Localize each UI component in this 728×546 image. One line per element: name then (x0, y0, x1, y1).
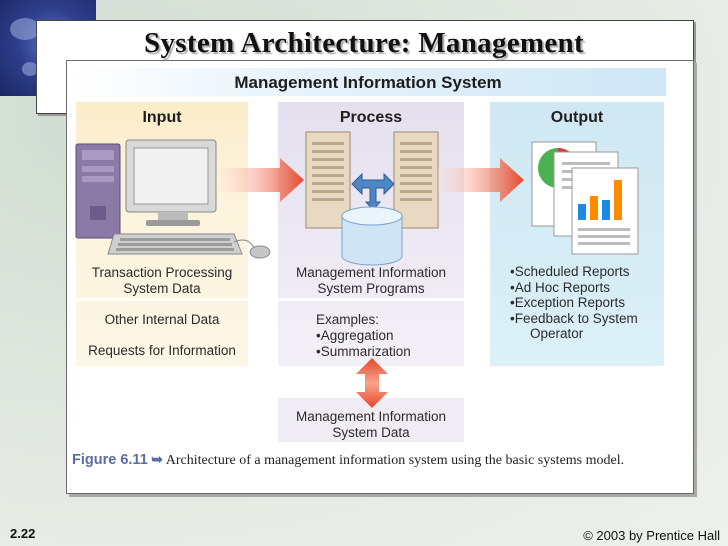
data-store-label: System Data (332, 425, 410, 440)
output-item: •Scheduled Reports (510, 264, 630, 279)
double-arrow-icon (351, 172, 395, 211)
output-heading: Output (550, 109, 604, 126)
input-item: Transaction Processing (91, 265, 233, 280)
figure-caption: Figure 6.11 ➥ Architecture of a manageme… (72, 450, 672, 471)
output-item: •Ad Hoc Reports (510, 279, 611, 295)
examples-heading: Examples: (316, 312, 380, 327)
example-item: •Aggregation (316, 328, 394, 343)
process-programs-label: Management Information (295, 265, 447, 280)
input-item: System Data (123, 281, 201, 296)
output-list: •Scheduled Reports •Ad Hoc Reports •Exce… (510, 264, 666, 342)
input-heading: Input (142, 109, 182, 126)
figure-label: Figure 6.11 (72, 452, 148, 468)
caption-text: Architecture of a management information… (165, 453, 625, 468)
computer-icon (75, 139, 271, 259)
input-item: Other Internal Data (104, 312, 220, 327)
input-item: Requests for Information (88, 343, 236, 358)
copyright: © 2003 by Prentice Hall (583, 528, 720, 543)
data-store-label: Management Information (295, 409, 447, 424)
slide-title: System Architecture: Management (144, 27, 584, 59)
process-programs-label: System Programs (317, 281, 425, 296)
output-item: •Exception Reports (510, 295, 626, 310)
server-icon (305, 131, 439, 229)
double-arrow-icon (356, 358, 388, 408)
header-band (70, 68, 666, 96)
slide-number: 2.22 (10, 526, 36, 541)
diagram-header: Management Information System (234, 73, 502, 92)
output-item: Operator (530, 326, 584, 341)
output-item: •Feedback to System (510, 310, 638, 326)
arrow-right-icon (438, 158, 524, 202)
example-item: •Summarization (316, 344, 411, 359)
process-heading: Process (339, 109, 403, 126)
arrow-right-icon (218, 158, 304, 202)
caption-arrow-icon: ➥ (151, 453, 163, 468)
database-icon (341, 206, 403, 266)
process-separator (278, 298, 464, 301)
input-separator (76, 298, 248, 301)
report-icon (531, 141, 639, 255)
